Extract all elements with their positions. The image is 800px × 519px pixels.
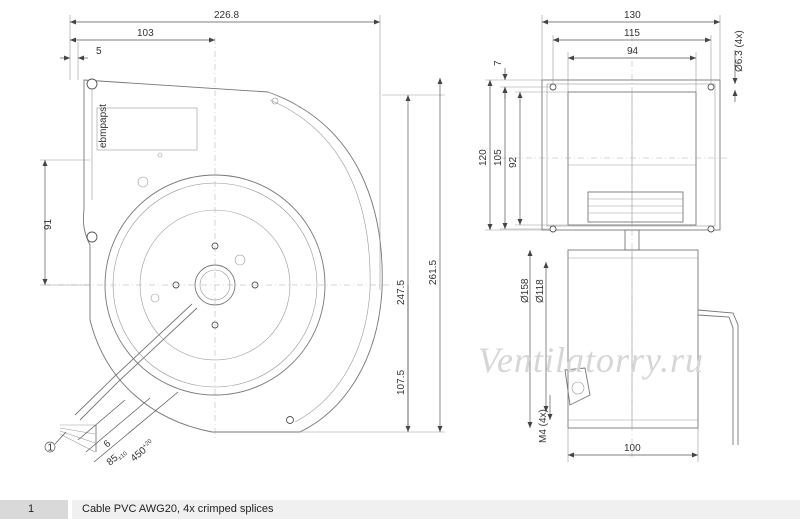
housing-inner-scroll bbox=[269, 99, 371, 423]
dim-247: 247.5 bbox=[396, 280, 407, 305]
flange-hole-br bbox=[707, 225, 715, 233]
dim-width: 226.8 bbox=[214, 10, 239, 21]
mount-hole-top bbox=[86, 78, 98, 90]
mount-hole-bottom bbox=[286, 416, 294, 424]
front-view: ebmpapst 1 bbox=[40, 10, 445, 468]
dim-103: 103 bbox=[137, 28, 154, 39]
label-plate bbox=[96, 107, 198, 151]
legend-bar: 1 Cable PVC AWG20, 4x crimped splices bbox=[0, 500, 800, 519]
mount-hole-left bbox=[86, 231, 98, 243]
dim-107: 107.5 bbox=[396, 370, 407, 395]
flange-hole-bl bbox=[549, 225, 557, 233]
dim-94: 94 bbox=[627, 46, 639, 57]
item-marker: 1 bbox=[48, 443, 54, 454]
dim-92: 92 bbox=[508, 156, 519, 168]
flange-hole-tr bbox=[707, 83, 715, 91]
technical-drawing: ebmpapst 1 bbox=[40, 10, 745, 468]
dim-7: 7 bbox=[493, 60, 504, 66]
dim-130: 130 bbox=[624, 10, 641, 21]
dim-91: 91 bbox=[43, 218, 54, 230]
side-view: 130 115 94 Ø6.3 (4x) 7 120 105 92 Ø158 Ø… bbox=[478, 10, 745, 462]
dim-115: 115 bbox=[624, 28, 640, 39]
dim-m4: M4 (4x) bbox=[538, 409, 549, 443]
dim-105: 105 bbox=[493, 149, 504, 166]
dim-118: Ø118 bbox=[535, 279, 546, 303]
blower-housing-outline bbox=[82, 79, 383, 433]
motor-body bbox=[567, 249, 699, 429]
dim-120: 120 bbox=[478, 149, 489, 166]
legend-text: Cable PVC AWG20, 4x crimped splices bbox=[68, 500, 800, 519]
item-marker-circle bbox=[44, 441, 56, 453]
watermark: Ventilatorry.ru bbox=[478, 340, 704, 380]
flange-hole-tl bbox=[549, 83, 557, 91]
dim-6: 6 bbox=[102, 438, 114, 450]
brand-label: ebmpapst bbox=[98, 104, 109, 148]
outlet-grille bbox=[587, 191, 684, 223]
dim-hole: Ø6.3 (4x) bbox=[734, 30, 745, 72]
dim-450: 450+20 bbox=[129, 438, 157, 464]
dim-158: Ø158 bbox=[520, 278, 531, 303]
dim-261: 261.5 bbox=[428, 260, 439, 285]
dim-100: 100 bbox=[624, 443, 641, 454]
cable bbox=[79, 307, 198, 421]
side-cable bbox=[697, 309, 739, 445]
dim-5: 5 bbox=[96, 46, 102, 57]
legend-number: 1 bbox=[0, 500, 68, 519]
flange bbox=[541, 79, 721, 231]
